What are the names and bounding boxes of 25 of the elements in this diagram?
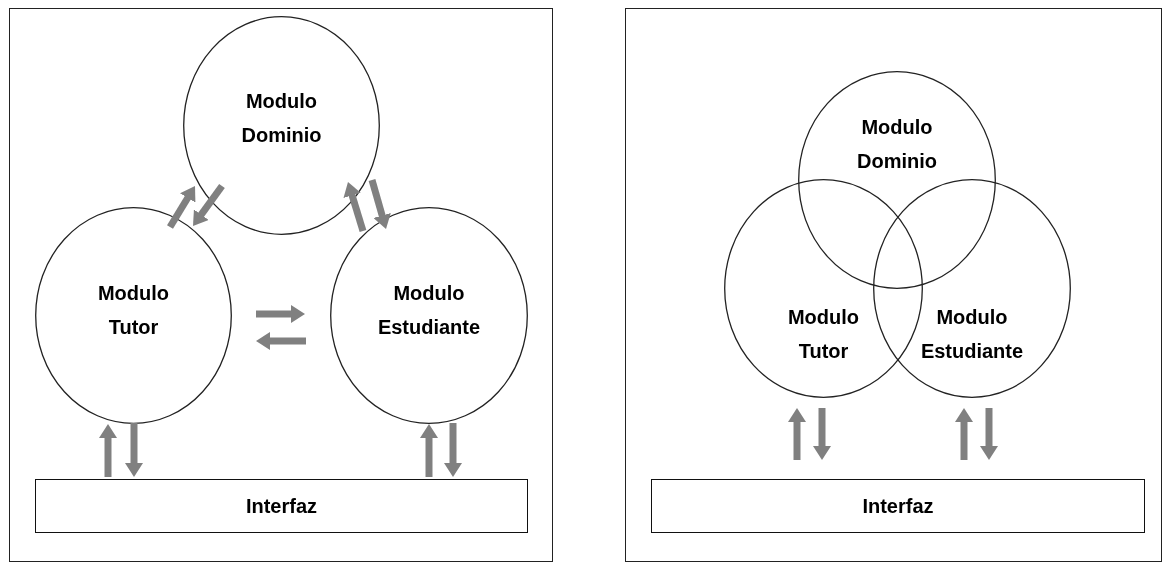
module-circle (724, 179, 923, 398)
panel-frame (9, 8, 553, 562)
interface-label: Interfaz (862, 494, 934, 519)
module-circle (35, 207, 232, 424)
module-circle (873, 179, 1071, 398)
arrow (343, 182, 367, 233)
arrow (125, 423, 143, 477)
module-label: Modulo Tutor (96, 280, 171, 340)
arrow (193, 183, 225, 226)
arrow (167, 186, 196, 229)
module-label: Modulo Dominio (240, 88, 323, 148)
module-circle (330, 207, 528, 424)
module-label: Modulo Estudiante (376, 280, 482, 340)
module-label: Modulo Estudiante (919, 304, 1025, 364)
module-label: Modulo Tutor (786, 304, 861, 364)
arrow (420, 424, 438, 477)
module-circle (183, 16, 380, 235)
arrow (368, 179, 391, 229)
panel-frame (625, 8, 1162, 562)
arrow (99, 424, 117, 477)
module-circle (798, 71, 996, 289)
interface-label: Interfaz (245, 494, 318, 519)
module-label: Modulo Dominio (856, 115, 938, 174)
interface-box (35, 479, 528, 533)
interface-box (651, 479, 1145, 533)
